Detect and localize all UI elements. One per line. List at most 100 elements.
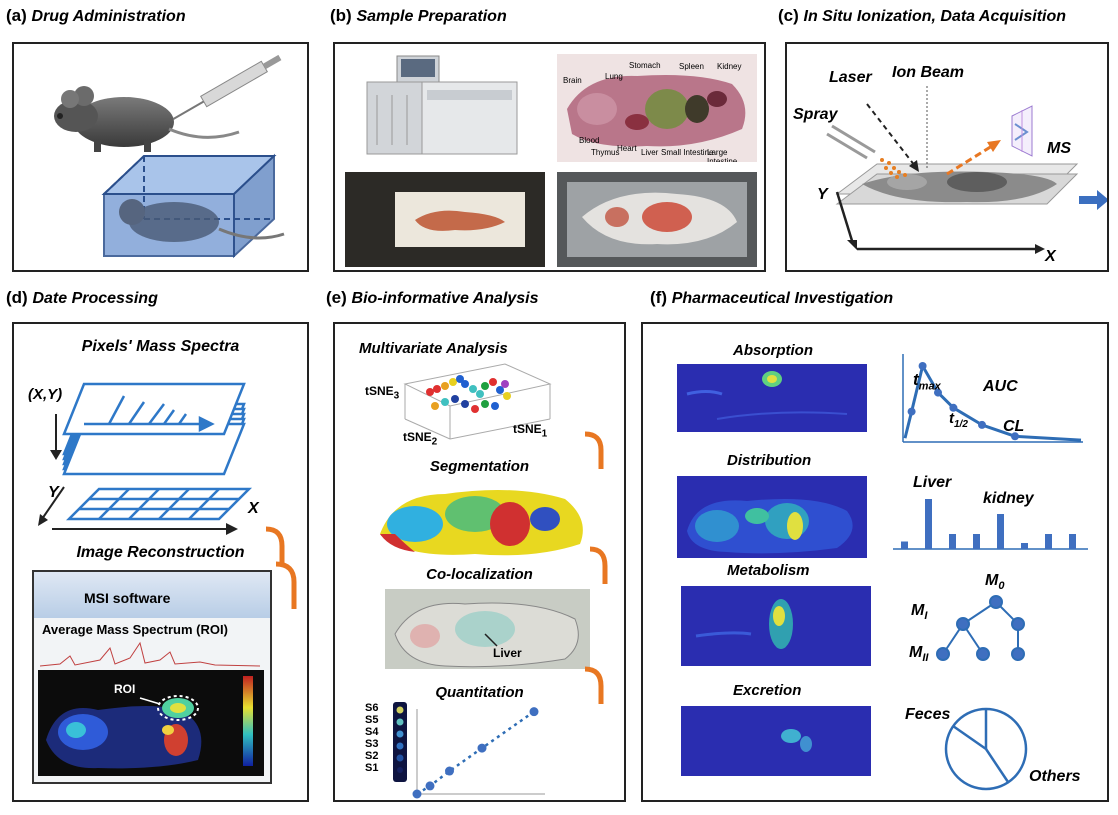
avg-spectrum-title: Average Mass Spectrum (ROI)	[42, 622, 228, 637]
colocalization-title: Co-localization	[426, 566, 533, 583]
absorption-title: Absorption	[733, 342, 813, 359]
quant-fit-line	[416, 710, 535, 796]
grid-x-label: X	[248, 500, 259, 517]
panel-a-frame	[12, 42, 309, 272]
organ-label-thymus: Thymus	[591, 148, 620, 157]
panel-e-title: (e) Bio-informative Analysis	[326, 288, 539, 308]
pk-point	[918, 362, 927, 370]
dist-bar	[997, 514, 1004, 549]
thalf-sub: 1/2	[954, 419, 968, 430]
panel-d-label: Date Processing	[32, 290, 158, 307]
mi-label: MI	[911, 602, 927, 622]
panel-b-frame: Brain Lung Stomach Spleen Kidney Blood T…	[333, 42, 766, 272]
tsne1-sub: 1	[541, 428, 548, 440]
dist-bar	[1021, 543, 1028, 549]
panel-c-letter: (c)	[778, 6, 799, 25]
organ-label-large-intestine: Large Intestine	[707, 148, 738, 162]
stage-arrow-icon	[1079, 190, 1109, 210]
dist-liver-label: Liver	[913, 474, 952, 491]
panel-b-title: (b) Sample Preparation	[330, 6, 507, 26]
pk-point	[1011, 432, 1019, 441]
panel-f-title: (f) Pharmaceutical Investigation	[650, 288, 893, 308]
excretion-title: Excretion	[733, 682, 802, 699]
m0-label: M0	[985, 572, 1004, 592]
image-reconstruction-title: Image Reconstruction	[76, 544, 245, 561]
software-name: MSI software	[84, 590, 171, 606]
drug-administration-illustration	[54, 54, 285, 259]
laser-beam	[866, 103, 916, 167]
tmax-text: t	[913, 370, 919, 389]
x-axis-label: X	[1045, 248, 1056, 265]
organ-label-small-intestine: Small Intestine	[661, 148, 714, 157]
quant-point	[412, 789, 422, 799]
thalf-label: t1/2	[949, 410, 968, 430]
ion-beam-label: Ion Beam	[892, 64, 965, 81]
metabolism-title: Metabolism	[727, 562, 810, 579]
organ-label-blood: Blood	[579, 136, 600, 145]
organ-label-stomach: Stomach	[629, 61, 661, 70]
dist-bar	[925, 499, 932, 549]
distribution-image	[677, 476, 867, 558]
panel-a-letter: (a)	[6, 6, 27, 25]
standards-list: S6 S5 S4 S3 S2 S1	[365, 702, 378, 774]
standard-label: S4	[365, 726, 379, 738]
organ-label-lung: Lung	[605, 72, 623, 81]
panel-e-label: Bio-informative Analysis	[351, 290, 539, 307]
coloc-liver-label: Liver	[493, 646, 522, 660]
tsne3-text: tSNE	[365, 384, 394, 398]
panel-b-label: Sample Preparation	[356, 8, 507, 25]
panel-d-title: (d) Date Processing	[6, 288, 158, 308]
auc-label: AUC	[983, 378, 1018, 395]
pk-point	[978, 420, 986, 429]
tsne2-label: tSNE2	[403, 430, 437, 447]
mi-text: M	[911, 602, 925, 619]
mouse-icon	[54, 86, 240, 152]
dist-bar	[973, 534, 980, 549]
standard-label: S6	[365, 702, 379, 714]
others-label: Others	[1029, 768, 1081, 785]
multivariate-title: Multivariate Analysis	[359, 340, 508, 357]
quantitation-title: Quantitation	[435, 684, 524, 701]
panel-e-frame: Multivariate Analysis	[333, 322, 626, 802]
chamber-box	[101, 153, 285, 259]
standard-label: S5	[365, 714, 379, 726]
organ-label-spleen: Spleen	[679, 62, 704, 71]
organ-label-heart: Heart	[617, 144, 637, 153]
m0-text: M	[985, 572, 999, 589]
data-processing-diagram	[38, 382, 297, 609]
panel-a-title: (a) Drug Administration	[6, 6, 186, 26]
tmax-label: tmax	[913, 370, 941, 392]
distribution-title: Distribution	[727, 452, 812, 469]
mounted-section-photo	[557, 172, 757, 267]
mii-label: MII	[909, 644, 928, 664]
panel-d-letter: (d)	[6, 288, 28, 307]
standard-label: S2	[365, 750, 379, 762]
xy-coordinate-label: (X,Y)	[28, 386, 63, 403]
segmentation-title: Segmentation	[429, 458, 530, 475]
colocalization-image	[385, 589, 590, 669]
mass-spectrometer-icon	[1011, 105, 1033, 157]
pk-curve-plot	[902, 354, 1083, 443]
msi-software-window: MSI software Average Mass Spectrum (ROI)	[32, 570, 272, 784]
tsne1-label: tSNE1	[513, 422, 547, 439]
y-axis-line	[835, 191, 855, 245]
software-header: MSI software	[34, 572, 270, 618]
pk-point	[907, 407, 916, 416]
organ-label-liver: Liver	[641, 148, 659, 157]
quantitation-plot	[393, 702, 545, 799]
thalf-text: t	[949, 410, 954, 427]
absorption-image	[677, 364, 867, 432]
metabolite-tree	[936, 595, 1025, 661]
panel-d-frame: Pixels' Mass Spectra	[12, 322, 309, 802]
pixels-spectra-title: Pixels' Mass Spectra	[81, 338, 240, 355]
pharma-diagrams	[893, 354, 1088, 791]
panel-c-title: (c) In Situ Ionization, Data Acquisition	[778, 6, 1066, 26]
tissue-section-photo: Brain Lung Stomach Spleen Kidney Blood T…	[557, 54, 757, 162]
quant-point	[425, 781, 435, 791]
standard-label: S1	[365, 762, 379, 774]
dist-bar	[901, 541, 908, 549]
spray-label: Spray	[793, 106, 838, 123]
organ-label-kidney: Kidney	[717, 62, 742, 71]
ionization-diagram	[826, 86, 1109, 254]
distribution-bar-chart	[893, 499, 1088, 550]
